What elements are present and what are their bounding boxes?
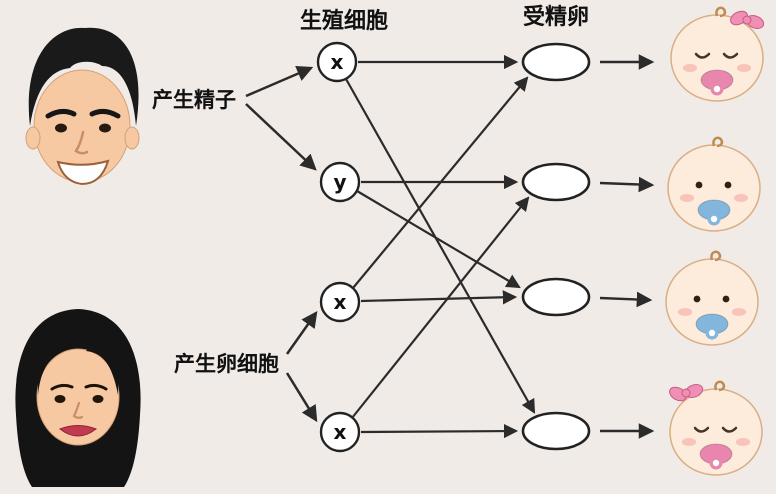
- development-arrows: [599, 54, 655, 439]
- baby-boy-1: [667, 136, 761, 232]
- father-ear-right: [124, 126, 140, 150]
- mother-hair-fringe: [37, 333, 119, 395]
- arrow-x2-to-zygote3: [360, 290, 518, 305]
- arrow-x3-to-zygote4: [360, 423, 519, 439]
- gamete-circle-egg-x2: [319, 411, 361, 453]
- baby-hair-curl-icon: [715, 6, 727, 18]
- baby-girl-1: [670, 6, 765, 102]
- mother-eye-left: [54, 395, 66, 403]
- baby-blush-right: [736, 438, 750, 446]
- father-eye-left: [55, 123, 67, 133]
- baby-boy-2: [665, 250, 759, 346]
- zygote-oval-2: [521, 162, 591, 202]
- father-hair: [28, 27, 139, 127]
- mother-eyebrow-left: [50, 383, 74, 391]
- hair-bow: [730, 10, 765, 30]
- zygote-column-header: 受精卵: [523, 4, 589, 30]
- arrow-x1-to-zygote4: [345, 78, 536, 414]
- arrow-x3-to-zygote2: [351, 196, 530, 419]
- gamete-label-sperm-y: y: [333, 170, 346, 194]
- pacifier: [699, 443, 733, 470]
- baby-girl-2: [669, 380, 763, 476]
- mother-process-label: 产生卵细胞: [174, 352, 279, 376]
- label-arrows: [245, 66, 318, 423]
- gamete-circle-sperm-y: [319, 161, 361, 203]
- mother-face: [36, 348, 120, 446]
- father-eyebrow-right: [89, 108, 121, 119]
- pacifier: [695, 313, 729, 340]
- arrow-egg-to-x3: [285, 372, 318, 423]
- arrow-x2-to-zygote1: [352, 76, 529, 289]
- fertilization-arrows: [345, 54, 536, 439]
- father-process-label: 产生精子: [152, 88, 236, 112]
- baby-eye-right: [724, 181, 732, 189]
- gamete-label-egg-x1: x: [334, 290, 347, 314]
- father-ear-left: [25, 126, 41, 150]
- zygote-oval-1: [521, 42, 591, 82]
- baby-blush-left: [680, 194, 694, 202]
- baby-blush-right: [734, 194, 748, 202]
- baby-eye-right: [722, 52, 739, 59]
- father-eye-right: [99, 123, 111, 133]
- gamete-circles: x y x x: [316, 41, 361, 453]
- mother-eyebrow-right: [84, 383, 108, 391]
- pacifier: [700, 69, 734, 96]
- baby-blush-right: [737, 64, 751, 72]
- gamete-circle-sperm-x: [316, 41, 358, 83]
- gamete-circle-egg-x1: [319, 281, 361, 323]
- zygote-oval-4: [521, 411, 591, 451]
- baby-hair-curl-icon: [710, 250, 722, 262]
- arrow-zygote2-to-baby2: [599, 176, 655, 193]
- arrow-y-to-zygote3: [356, 190, 521, 289]
- baby-eye-left: [694, 52, 711, 59]
- father-nose: [74, 130, 89, 155]
- pacifier: [697, 199, 731, 226]
- arrow-sperm-to-y: [245, 103, 317, 171]
- baby-eye-left: [693, 426, 710, 433]
- mother-nose: [72, 401, 84, 419]
- baby-blush-left: [683, 64, 697, 72]
- baby-hair-curl-icon: [714, 380, 726, 392]
- father-eyebrow-left: [45, 108, 77, 119]
- baby-blush-right: [732, 308, 746, 316]
- zygote-oval-3: [521, 277, 591, 317]
- baby-blush-left: [678, 308, 692, 316]
- arrow-zygote3-to-baby3: [599, 291, 653, 308]
- baby-eye-left: [695, 181, 703, 189]
- mother-eye-right: [92, 395, 104, 403]
- mother-portrait: [15, 309, 141, 487]
- zygote-ovals: [521, 42, 591, 451]
- baby-eye-left: [693, 295, 701, 303]
- gamete-label-sperm-x: x: [331, 50, 344, 74]
- gamete-label-egg-x2: x: [334, 420, 347, 444]
- baby-hair-curl-icon: [712, 136, 724, 148]
- baby-eye-right: [722, 295, 730, 303]
- gamete-column-header: 生殖细胞: [300, 8, 388, 34]
- father-smile: [56, 159, 110, 186]
- mother-lips: [58, 425, 98, 437]
- baby-eye-right: [721, 426, 738, 433]
- father-portrait: [25, 27, 140, 186]
- hair-bow: [669, 383, 704, 402]
- baby-blush-left: [682, 438, 696, 446]
- arrow-sperm-to-x1: [245, 66, 314, 98]
- arrow-egg-to-x2: [285, 311, 318, 355]
